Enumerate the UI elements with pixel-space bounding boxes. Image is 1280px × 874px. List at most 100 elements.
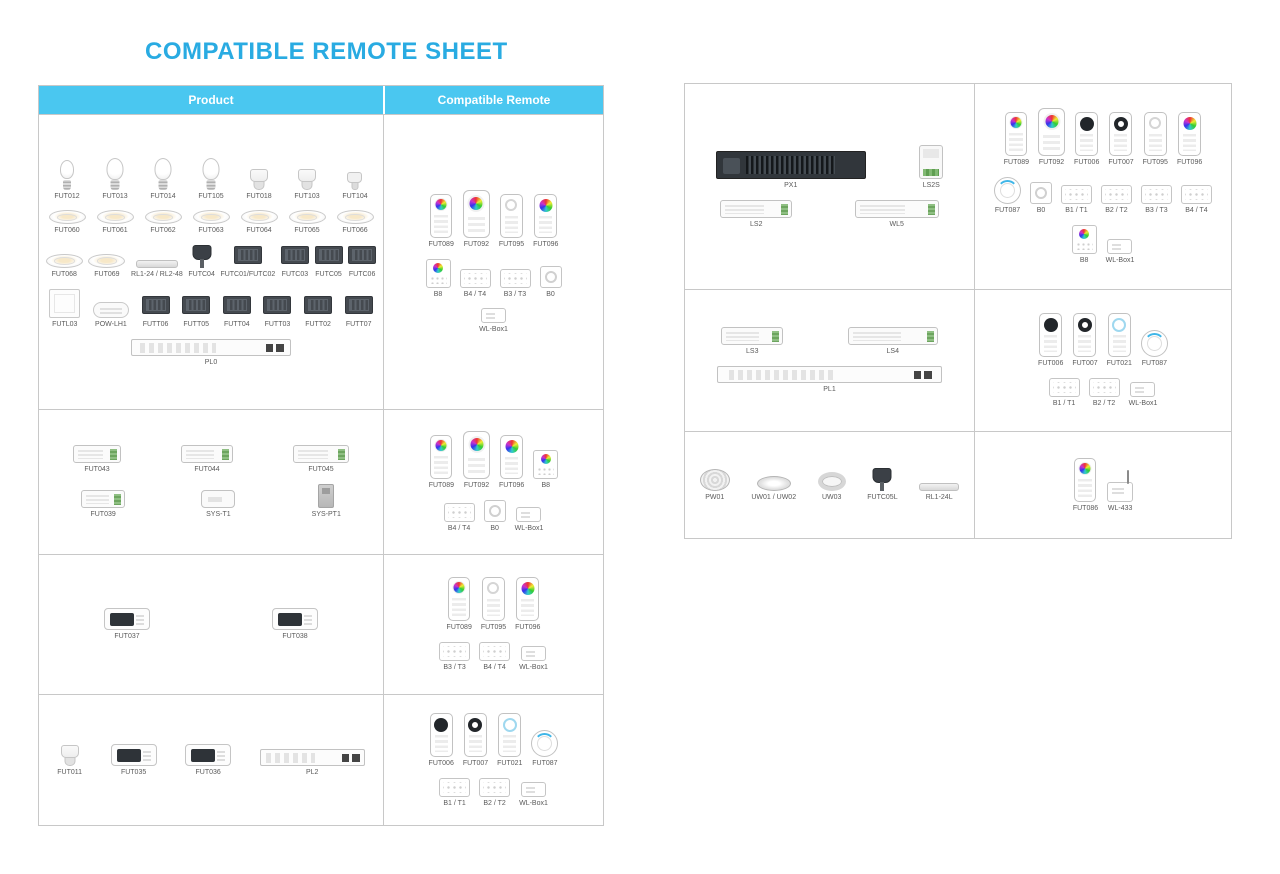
product-item: FUT062 [144, 210, 182, 235]
wall-wide-icon [499, 268, 531, 288]
remote-item: FUT087 [1140, 330, 1168, 368]
remote-item: B4 / T4 [1181, 185, 1212, 215]
remote-item: FUT007 [463, 712, 488, 768]
wall-wide-icon [1141, 185, 1172, 205]
item-label: B2 / T2 [1092, 400, 1116, 407]
r-keypad-icon [430, 435, 453, 480]
r-keypad-icon [1005, 112, 1028, 157]
item-label: FUT096 [533, 240, 559, 248]
remote-item: FUT086 [1073, 457, 1098, 513]
wall-b8-icon [425, 258, 451, 288]
gu10-icon [249, 168, 268, 190]
remote-item: FUT089 [429, 435, 454, 490]
r-round-icon [1140, 330, 1168, 358]
product-item: FUTL03 [49, 288, 81, 329]
item-label: B3 / T3 [503, 290, 527, 298]
product-item: WL5 [854, 199, 939, 229]
item-label: FUTT04 [223, 320, 250, 328]
flood-icon [304, 295, 333, 318]
item-label: FUT089 [1003, 159, 1030, 167]
item-label: FUT089 [446, 624, 472, 632]
r-circle-icon [429, 712, 453, 757]
product-item: FUT068 [45, 254, 83, 279]
product-item: FUT104 [342, 171, 368, 201]
r-wheel-icon [463, 431, 490, 480]
item-label: FUTT03 [264, 320, 291, 328]
item-label: FUT060 [54, 227, 80, 235]
dinbox-icon [919, 144, 944, 179]
item-label: PL2 [305, 768, 319, 776]
item-label: B1 / T1 [1052, 400, 1076, 407]
item-label: FUT007 [1108, 159, 1134, 167]
product-item: PL2 [259, 748, 365, 777]
flood-icon [233, 245, 262, 268]
product-item: SYS-T1 [201, 490, 236, 519]
item-label: POW-LH1 [95, 320, 127, 328]
gu10-icon [297, 168, 316, 190]
item-label: WL-Box1 [519, 799, 548, 807]
item-label: WL-Box1 [1105, 256, 1135, 264]
product-item: FUT069 [88, 254, 126, 279]
item-label: LS2S [922, 181, 940, 189]
item-label: WL5 [889, 220, 904, 228]
item-label: B8 [541, 482, 551, 490]
item-label: SYS-PT1 [311, 511, 341, 518]
product-item: RL1-24L [919, 483, 960, 502]
r-rotary-icon [1107, 313, 1131, 358]
remote-item: B8 [425, 258, 451, 299]
product-line: PL0 [43, 338, 379, 367]
item-label: B2 / T2 [1105, 207, 1128, 215]
item-label: LS2 [750, 220, 763, 228]
item-label: WL-Box1 [514, 525, 544, 532]
gateway-icon [516, 507, 542, 522]
item-label: FUT035 [120, 768, 147, 776]
product-item: FUTC06 [348, 245, 377, 279]
pool-icon [699, 469, 730, 492]
product-item: FUT036 [185, 743, 232, 777]
bulb-icon [106, 158, 123, 190]
r-zone-icon [499, 193, 523, 238]
product-item: FUT039 [81, 490, 126, 519]
panel-icon [49, 288, 81, 318]
remote-item: B3 / T3 [499, 268, 531, 299]
remote-item: WL-Box1 [514, 507, 544, 533]
flood-icon [141, 295, 170, 318]
linear-icon [919, 483, 960, 492]
remote-item: WL-Box1 [519, 646, 548, 672]
product-item: LS4 [847, 327, 938, 356]
r-zone-icon [1143, 112, 1167, 157]
remote-line: FUT089 FUT095 FUT096 [388, 577, 599, 632]
product-item: FUTT04 [222, 295, 251, 329]
powbox-icon [92, 301, 129, 318]
gateway-icon [1107, 238, 1133, 254]
remote-item: B0 [539, 265, 562, 299]
flood-icon [344, 295, 373, 318]
item-label: FUT096 [515, 624, 541, 632]
item-label: B0 [490, 525, 499, 532]
item-label: FUT092 [1038, 159, 1065, 167]
gateway-icon [1130, 382, 1156, 397]
item-label: FUT095 [480, 624, 507, 632]
item-label: FUT012 [54, 192, 80, 200]
item-label: FUT018 [246, 192, 272, 200]
product-item: FUTC01/FUTC02 [220, 245, 275, 279]
product-item: SYS-PT1 [312, 484, 341, 519]
panel-knob-icon [539, 265, 562, 288]
remote-item: FUT087 [994, 177, 1021, 215]
product-item: LS2S [919, 144, 944, 190]
item-label: B8 [433, 290, 443, 298]
product-line: PL1 [689, 366, 970, 394]
remote-line: WL-Box1 [388, 308, 599, 334]
driverblack-icon [715, 150, 866, 179]
